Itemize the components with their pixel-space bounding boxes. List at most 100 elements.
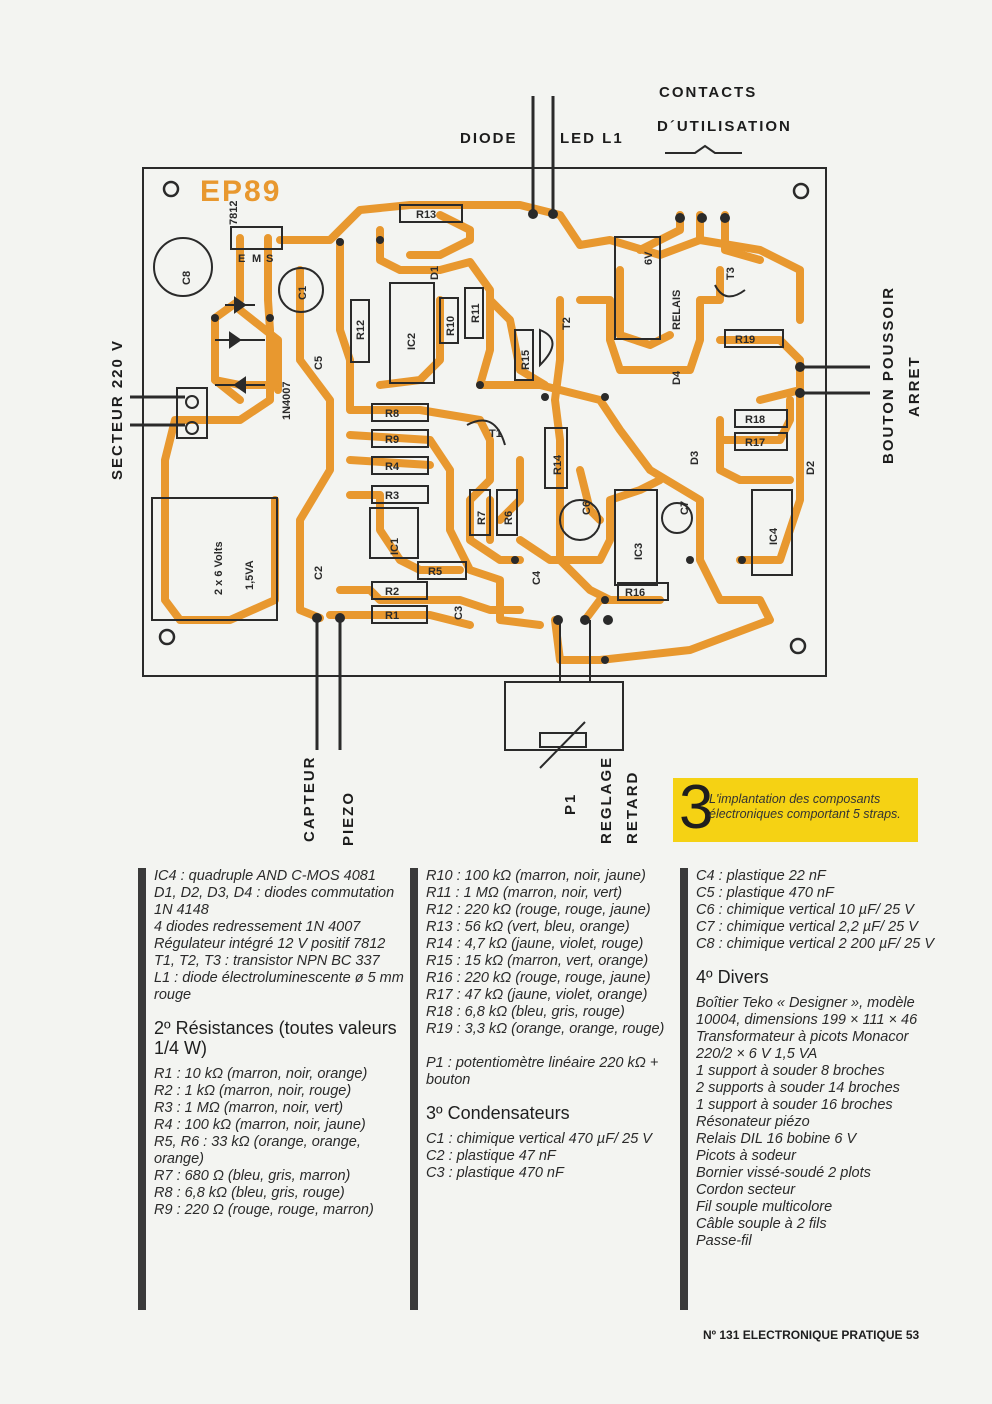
pcb-layout-figure: R13R12R10R11R15R14R8R9R4R3R7R6R5R2R1R16R… xyxy=(130,96,870,769)
component-label-r15: R15 xyxy=(520,350,532,370)
parts-list-item: R1 : 10 kΩ (marron, noir, orange) xyxy=(154,1066,368,1082)
column-bar xyxy=(138,868,146,1310)
parts-list-item: C2 : plastique 47 nF xyxy=(426,1148,556,1164)
component-label-ic2: IC2 xyxy=(406,333,418,350)
label-led: LED L1 xyxy=(560,130,624,147)
board-mark: EP89 xyxy=(200,175,281,208)
parts-list-item: T1, T2, T3 : transistor NPN BC 337 xyxy=(154,953,380,969)
component-label-r7: R7 xyxy=(476,511,488,525)
parts-list-item: Fil souple multicolore xyxy=(696,1199,833,1215)
parts-list-item: R5, R6 : 33 kΩ (orange, orange, orange) xyxy=(154,1134,361,1167)
parts-list-item: 2 supports à souder 14 broches xyxy=(696,1080,900,1096)
parts-list-item: Picots à sodeur xyxy=(696,1148,796,1164)
figure-caption: 3 L'implantation des composants électron… xyxy=(673,773,918,842)
label-p1: P1 xyxy=(562,792,579,815)
label-contacts-1: CONTACTS xyxy=(659,84,758,101)
component-label-r8: R8 xyxy=(385,408,399,420)
column-bar xyxy=(680,868,688,1310)
parts-list-item: R11 : 1 MΩ (marron, noir, vert) xyxy=(426,885,623,901)
component-label-r4: R4 xyxy=(385,461,400,473)
component-label-r13: R13 xyxy=(416,209,436,221)
parts-list-item: R2 : 1 kΩ (marron, noir, rouge) xyxy=(154,1083,352,1099)
regulator-pin-label: E xyxy=(238,253,245,265)
label-piezo: PIEZO xyxy=(340,790,357,846)
label-retard: RETARD xyxy=(624,770,641,844)
regulator-pin-label: S xyxy=(266,253,273,265)
relay-voltage-label: 6V xyxy=(643,251,655,265)
parts-list-item: R9 : 220 Ω (rouge, rouge, marron) xyxy=(154,1202,374,1218)
label-contacts-2: D´UTILISATION xyxy=(657,118,792,135)
parts-list-item: R8 : 6,8 kΩ (bleu, gris, rouge) xyxy=(154,1185,345,1201)
transformer-label: 2 x 6 Volts xyxy=(213,541,225,595)
parts-list-item: R4 : 100 kΩ (marron, noir, jaune) xyxy=(154,1117,366,1133)
parts-list-item: R18 : 6,8 kΩ (bleu, gris, rouge) xyxy=(426,1004,625,1020)
component-label-c5: C5 xyxy=(313,356,325,370)
parts-list-item: 1 support à souder 8 broches xyxy=(696,1063,885,1079)
parts-list-item: R13 : 56 kΩ (vert, bleu, orange) xyxy=(426,919,630,935)
component-label-c1: C1 xyxy=(297,286,309,300)
component-label-d3: D3 xyxy=(689,451,701,465)
column-body: R10 : 100 kΩ (marron, noir, jaune)R11 : … xyxy=(426,868,678,1182)
component-label-d2: D2 xyxy=(805,461,817,475)
board-outline xyxy=(142,167,827,677)
component-label-r10: R10 xyxy=(445,316,457,336)
parts-list-item: Cordon secteur xyxy=(696,1182,796,1198)
label-reglage: REGLAGE xyxy=(598,755,615,844)
parts-list-item: Régulateur intégré 12 V positif 7812 xyxy=(154,936,386,952)
parts-list-item xyxy=(426,1038,678,1055)
component-label-c3: C3 xyxy=(453,606,465,620)
component-label-c8: C8 xyxy=(181,271,193,285)
column-bar xyxy=(410,868,418,1310)
label-diode: DIODE xyxy=(460,130,518,147)
component-label-ic4: IC4 xyxy=(768,527,780,545)
section-heading: 4º Divers xyxy=(696,967,769,987)
pads xyxy=(211,209,805,664)
label-secteur: SECTEUR 220 V xyxy=(109,338,126,480)
component-label-r16: R16 xyxy=(625,587,645,599)
parts-list-item: Boîtier Teko « Designer », modèle 10004,… xyxy=(696,995,918,1028)
component-label-d1: D1 xyxy=(429,266,441,280)
caption-number: 3 xyxy=(679,773,714,842)
label-bouton-1: BOUTON POUSSOIR xyxy=(880,285,897,464)
components xyxy=(130,96,870,769)
parts-list-item: R12 : 220 kΩ (rouge, rouge, jaune) xyxy=(426,902,651,918)
regulator-pin-label: M xyxy=(252,253,261,265)
parts-list-item: C3 : plastique 470 nF xyxy=(426,1165,564,1181)
component-label-r14: R14 xyxy=(552,454,564,475)
parts-list-item: Transformateur à picots Monacor 220/2 × … xyxy=(696,1029,909,1062)
parts-list-item: C7 : chimique vertical 2,2 µF/ 25 V xyxy=(696,919,918,935)
parts-list-item: R16 : 220 kΩ (rouge, rouge, jaune) xyxy=(426,970,651,986)
component-label-r19: R19 xyxy=(735,334,755,346)
section-heading: 3º Condensateurs xyxy=(426,1103,570,1123)
parts-list-item: D1, D2, D3, D4 : diodes commutation 1N 4… xyxy=(154,885,395,918)
parts-list-item: Résonateur piézo xyxy=(696,1114,810,1130)
component-label-r6: R6 xyxy=(503,511,515,525)
component-label-r17: R17 xyxy=(745,437,765,449)
parts-list-item: C1 : chimique vertical 470 µF/ 25 V xyxy=(426,1131,652,1147)
transformer-va-label: 1,5VA xyxy=(244,560,256,590)
page-footer: Nº 131 ELECTRONIQUE PRATIQUE 53 xyxy=(703,1328,920,1342)
parts-list-item: R10 : 100 kΩ (marron, noir, jaune) xyxy=(426,868,646,884)
component-label-ic1: IC1 xyxy=(389,538,401,555)
component-label-r3: R3 xyxy=(385,490,399,502)
label-capteur: CAPTEUR xyxy=(301,755,318,842)
component-label-t3: T3 xyxy=(725,267,737,280)
parts-list-item: Relais DIL 16 bobine 6 V xyxy=(696,1131,857,1147)
regulator-type-label: 7812 xyxy=(228,201,240,225)
parts-list-item: R7 : 680 Ω (bleu, gris, marron) xyxy=(154,1168,351,1184)
component-label-r18: R18 xyxy=(745,414,765,426)
parts-list-item: C8 : chimique vertical 2 200 µF/ 25 V xyxy=(696,936,935,952)
parts-list-item: R15 : 15 kΩ (marron, vert, orange) xyxy=(426,953,649,969)
copper-traces xyxy=(161,201,804,664)
component-label-r9: R9 xyxy=(385,434,399,446)
parts-list-item: L1 : diode électroluminescente ø 5 mm ro… xyxy=(154,970,404,1003)
component-label-c2: C2 xyxy=(313,566,325,580)
parts-list-item: C4 : plastique 22 nF xyxy=(696,868,826,884)
component-label-r12: R12 xyxy=(355,320,367,340)
label-bouton-2: ARRET xyxy=(906,355,923,417)
parts-list-item: Bornier vissé-soudé 2 plots xyxy=(696,1165,871,1181)
parts-list-item: C5 : plastique 470 nF xyxy=(696,885,834,901)
section-heading: 2º Résistances (toutes valeurs 1/4 W) xyxy=(154,1018,397,1058)
relay-label: RELAIS xyxy=(671,290,683,330)
